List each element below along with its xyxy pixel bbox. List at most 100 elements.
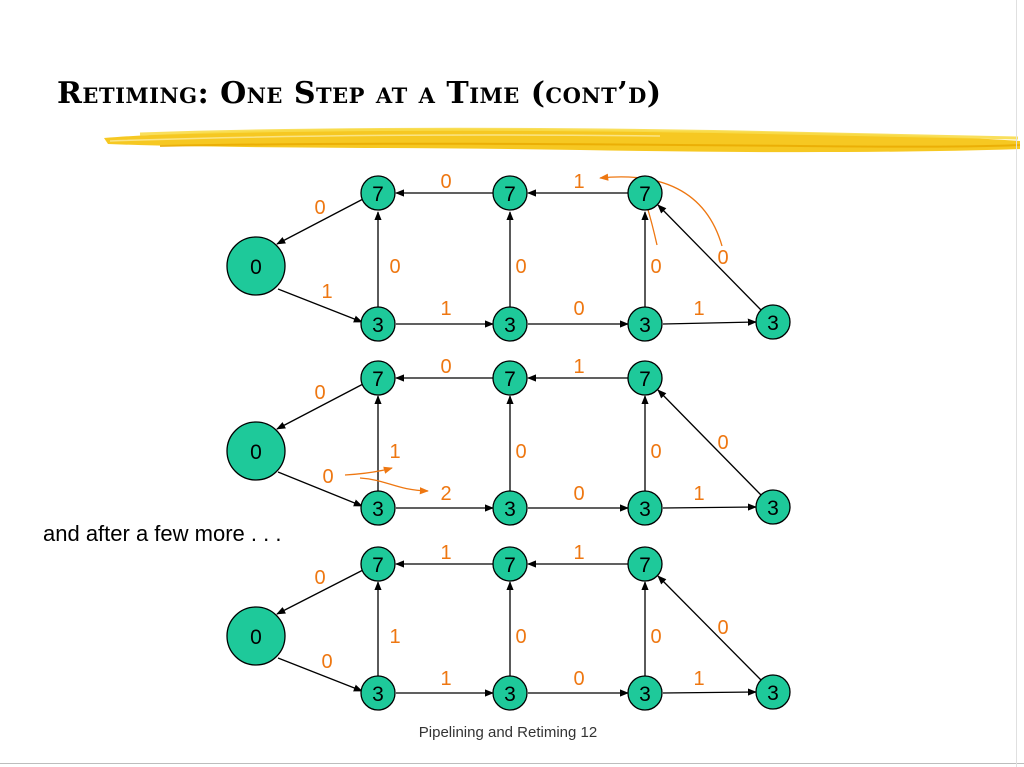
retiming-move-arrow bbox=[599, 173, 723, 247]
top-node-3 bbox=[627, 175, 663, 211]
weight-b1-b2: 1 bbox=[440, 298, 451, 320]
bottom-node-2-label: 3 bbox=[504, 498, 516, 521]
top-node-3-label: 7 bbox=[639, 554, 651, 577]
weight-t3-t2: 1 bbox=[573, 542, 584, 564]
edge-b3-b4 bbox=[662, 688, 757, 696]
top-node-1-label: 7 bbox=[372, 183, 384, 206]
bottom-node-3 bbox=[627, 306, 663, 342]
bottom-node-1 bbox=[360, 675, 396, 711]
bottom-node-4-label: 3 bbox=[767, 497, 779, 520]
top-node-1 bbox=[360, 546, 396, 582]
weight-b1-t1: 1 bbox=[389, 441, 400, 463]
retiming-move-arrow-up bbox=[344, 466, 393, 476]
top-node-3-label: 7 bbox=[639, 368, 651, 391]
weight-b2-b3: 0 bbox=[573, 298, 584, 320]
weight-t3-t2: 1 bbox=[573, 356, 584, 378]
graph-1: 0 7 7 7 3 3 3 3 0 1 0 0 0 0 1 1 0 1 0 bbox=[226, 171, 791, 342]
bottom-node-3 bbox=[627, 675, 663, 711]
weight-t2-t1: 1 bbox=[440, 542, 451, 564]
top-node-2 bbox=[492, 360, 528, 396]
host-node-label: 0 bbox=[250, 626, 262, 649]
side-note: and after a few more . . . bbox=[43, 521, 282, 546]
weight-b3-b4: 1 bbox=[693, 668, 704, 690]
host-node-label: 0 bbox=[250, 256, 262, 279]
bottom-node-3-label: 3 bbox=[639, 314, 651, 337]
weight-b2-t2: 0 bbox=[515, 626, 526, 648]
weight-b3-t3: 0 bbox=[650, 256, 661, 278]
bottom-node-4 bbox=[755, 489, 791, 525]
weight-b2-b3: 0 bbox=[573, 668, 584, 690]
weight-t1-host: 0 bbox=[314, 567, 325, 589]
edge-b4-t3 bbox=[657, 575, 762, 681]
bottom-node-2-label: 3 bbox=[504, 314, 516, 337]
slide-title: Retiming: One Step at a Time (cont’d) bbox=[57, 76, 662, 111]
edge-host-b1 bbox=[277, 288, 363, 323]
top-node-3-label: 7 bbox=[639, 183, 651, 206]
right-divider bbox=[1016, 0, 1017, 767]
bottom-node-1-label: 3 bbox=[372, 683, 384, 706]
bottom-node-2-label: 3 bbox=[504, 683, 516, 706]
bottom-node-2 bbox=[492, 675, 528, 711]
weight-b3-b4: 1 bbox=[693, 298, 704, 320]
weight-b4-t3: 0 bbox=[717, 617, 728, 639]
top-node-1-label: 7 bbox=[372, 554, 384, 577]
retiming-move-arrow-right bbox=[359, 477, 429, 495]
weight-b1-b2: 2 bbox=[440, 483, 451, 505]
top-node-2-label: 7 bbox=[504, 368, 516, 391]
edge-t1-host bbox=[276, 568, 366, 615]
bottom-node-4 bbox=[755, 304, 791, 340]
bottom-node-3 bbox=[627, 490, 663, 526]
bottom-node-1-label: 3 bbox=[372, 498, 384, 521]
host-node bbox=[226, 606, 286, 666]
top-node-2-label: 7 bbox=[504, 554, 516, 577]
weight-b2-b3: 0 bbox=[573, 483, 584, 505]
top-node-2 bbox=[492, 546, 528, 582]
edge-t1-host bbox=[276, 197, 366, 245]
bottom-node-1-label: 3 bbox=[372, 314, 384, 337]
title-highlight-stroke bbox=[104, 127, 1021, 153]
top-node-2-label: 7 bbox=[504, 183, 516, 206]
bottom-node-2 bbox=[492, 306, 528, 342]
weight-t2-t1: 0 bbox=[440, 356, 451, 378]
bottom-node-4-label: 3 bbox=[767, 682, 779, 705]
bottom-node-3-label: 3 bbox=[639, 498, 651, 521]
weight-host-b1: 0 bbox=[321, 651, 332, 673]
weight-b1-t1: 1 bbox=[389, 626, 400, 648]
weight-b2-t2: 0 bbox=[515, 441, 526, 463]
weight-b3-b4: 1 bbox=[693, 483, 704, 505]
graph-2: 0 7 7 7 3 3 3 3 0 0 1 0 0 0 1 2 0 1 0 bbox=[226, 356, 791, 526]
top-node-1 bbox=[360, 360, 396, 396]
host-node bbox=[226, 421, 286, 481]
weight-b3-t3: 0 bbox=[650, 626, 661, 648]
bottom-node-3-label: 3 bbox=[639, 683, 651, 706]
bottom-node-4-label: 3 bbox=[767, 312, 779, 335]
weight-b3-t3: 0 bbox=[650, 441, 661, 463]
weight-host-b1: 1 bbox=[321, 281, 332, 303]
top-node-1 bbox=[360, 175, 396, 211]
bottom-node-1 bbox=[360, 490, 396, 526]
top-node-2 bbox=[492, 175, 528, 211]
weight-t3-t2: 1 bbox=[573, 171, 584, 193]
edge-b3-b4 bbox=[662, 318, 757, 326]
edge-b3-b4 bbox=[662, 503, 757, 511]
weight-b1-b2: 1 bbox=[440, 668, 451, 690]
weight-b1-t1: 0 bbox=[389, 256, 400, 278]
edge-b4-t3 bbox=[657, 389, 762, 496]
edge-host-b1 bbox=[277, 471, 363, 507]
top-node-1-label: 7 bbox=[372, 368, 384, 391]
bottom-divider bbox=[0, 763, 1024, 764]
edge-t1-host bbox=[276, 382, 366, 430]
host-node bbox=[226, 236, 286, 296]
edge-b4-t3 bbox=[657, 204, 762, 311]
slide-footer: Pipelining and Retiming 12 bbox=[418, 724, 598, 741]
bottom-node-4 bbox=[755, 674, 791, 710]
weight-t2-t1: 0 bbox=[440, 171, 451, 193]
bottom-node-2 bbox=[492, 490, 528, 526]
weight-t1-host: 0 bbox=[314, 197, 325, 219]
top-node-3 bbox=[627, 360, 663, 396]
weight-b4-t3: 0 bbox=[717, 432, 728, 454]
host-node-label: 0 bbox=[250, 441, 262, 464]
top-node-3 bbox=[627, 546, 663, 582]
weight-host-b1: 0 bbox=[322, 466, 333, 488]
